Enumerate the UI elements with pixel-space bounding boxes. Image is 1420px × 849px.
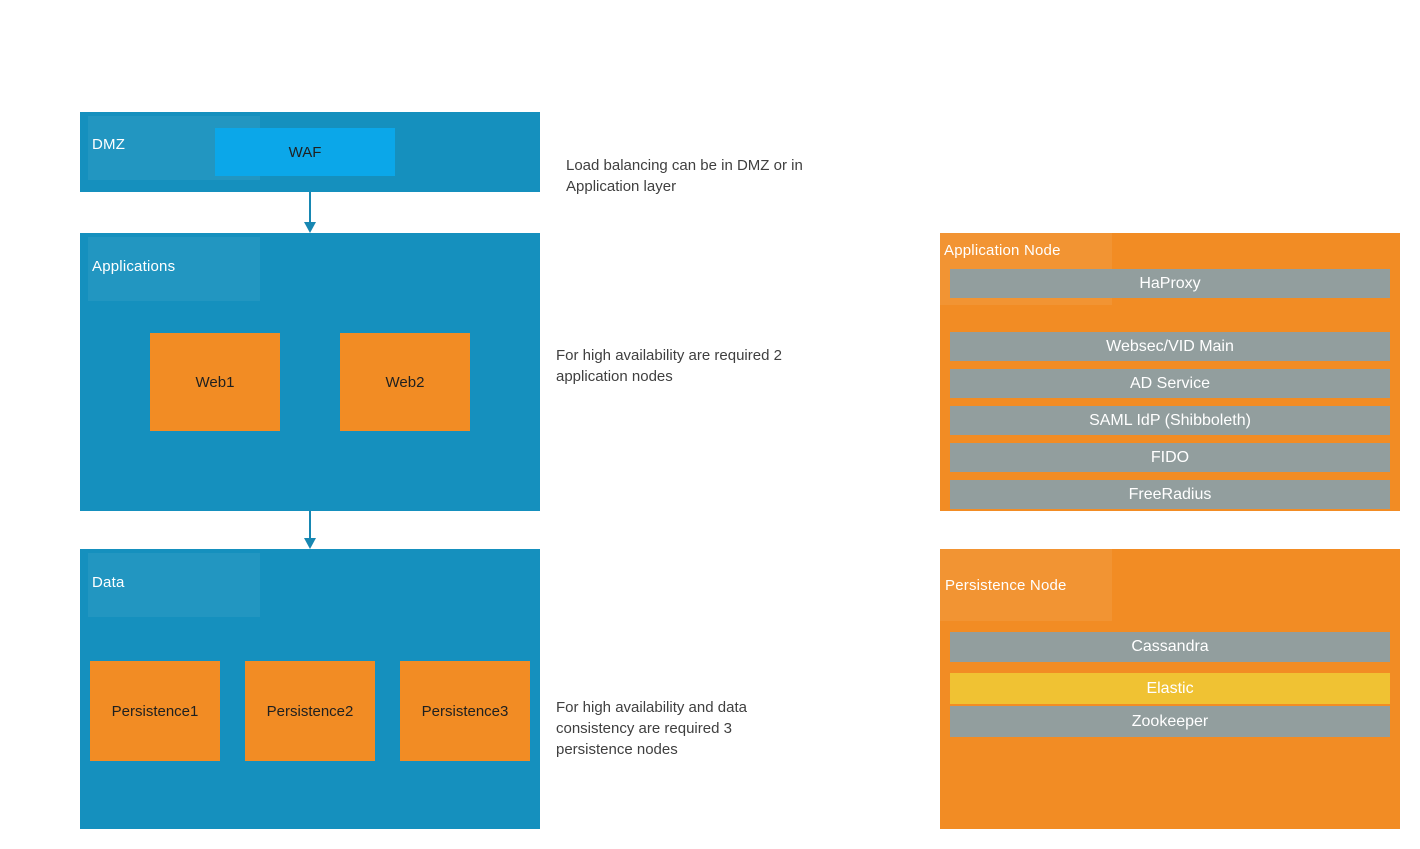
service-bar-haproxy: HaProxy: [950, 269, 1390, 298]
service-bar-freeradius: FreeRadius: [950, 480, 1390, 509]
service-bar-label: Websec/VID Main: [1106, 337, 1234, 355]
service-bar-elastic-highlighted: Elastic: [950, 673, 1390, 704]
service-bar-label: HaProxy: [1139, 274, 1201, 292]
persistence1-box: Persistence1: [90, 661, 220, 761]
application-node-title: Application Node: [944, 242, 1061, 259]
service-bar-label: Zookeeper: [1131, 712, 1209, 730]
down-arrow-icon: [304, 192, 316, 233]
persistence3-box: Persistence3: [400, 661, 530, 761]
persistence2-box: Persistence2: [245, 661, 375, 761]
dmz-layer: DMZ WAF: [80, 112, 540, 192]
service-bar-label: AD Service: [1129, 374, 1211, 392]
application-node-panel: Application Node HaProxy Websec/VID Main…: [940, 233, 1400, 511]
web2-box-label: Web2: [385, 373, 425, 391]
data-layer-label: Data: [92, 574, 125, 591]
dmz-layer-label: DMZ: [92, 136, 126, 153]
waf-box-label: WAF: [288, 143, 322, 161]
service-bar-label: Cassandra: [1131, 638, 1209, 655]
persistence3-box-label: Persistence3: [421, 702, 509, 720]
annotation-application-nodes: For high availability are required 2 app…: [556, 347, 782, 385]
service-bar-label: FIDO: [1150, 448, 1190, 466]
annotation-persistence-nodes: For high availability and data consisten…: [556, 699, 747, 758]
web1-box: Web1: [150, 333, 280, 431]
applications-layer-label: Applications: [92, 258, 176, 275]
persistence-node-panel: Persistence Node Cassandra Elastic Zooke…: [940, 549, 1400, 829]
service-bar-label: Elastic: [1146, 679, 1194, 697]
persistence1-box-label: Persistence1: [111, 702, 199, 720]
waf-box: WAF: [215, 128, 395, 176]
web1-box-label: Web1: [195, 373, 235, 391]
service-bar-label: FreeRadius: [1128, 485, 1212, 503]
data-layer: Data Persistence1 Persistence2 Persisten…: [80, 549, 540, 829]
persistence-node-title: Persistence Node: [945, 577, 1067, 594]
annotation-load-balancing: Load balancing can be in DMZ or in Appli…: [566, 157, 803, 195]
persistence2-box-label: Persistence2: [266, 702, 354, 720]
service-bar-websec-vid-main: Websec/VID Main: [950, 332, 1390, 361]
service-bar-zookeeper: Zookeeper: [950, 706, 1390, 737]
service-bar-label: SAML IdP (Shibboleth): [1089, 411, 1251, 429]
service-bar-fido: FIDO: [950, 443, 1390, 472]
service-bar-saml-idp: SAML IdP (Shibboleth): [950, 406, 1390, 435]
web2-box: Web2: [340, 333, 470, 431]
applications-layer: Applications Web1 Web2: [80, 233, 540, 511]
service-bar-cassandra: Cassandra: [950, 632, 1390, 662]
service-bar-ad-service: AD Service: [950, 369, 1390, 398]
down-arrow-icon: [304, 511, 316, 549]
